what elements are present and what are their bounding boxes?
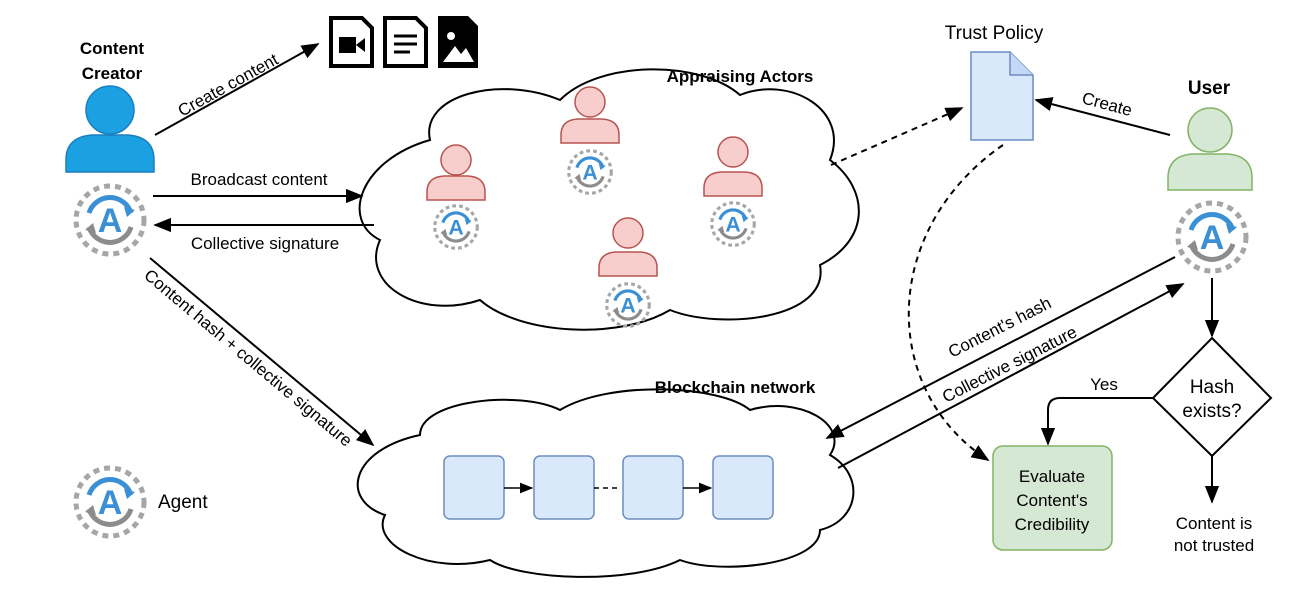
edge-hash-plus-signature-label: Content hash + collective signature xyxy=(140,266,355,451)
edge-create-content xyxy=(154,43,320,136)
block-2 xyxy=(533,455,595,520)
edge-contents-hash xyxy=(825,256,1176,439)
edge-yes-label: Yes xyxy=(1090,375,1118,394)
edge-collective-signature-2-label: Collective signature xyxy=(939,322,1080,406)
actor-head xyxy=(612,217,644,249)
evaluate-credibility-box xyxy=(992,445,1113,551)
legend-agent-icon xyxy=(76,468,144,536)
creator-person-icon xyxy=(65,85,155,173)
edge-create-label: Create xyxy=(1080,89,1134,121)
blockchain-network-cloud xyxy=(356,388,855,578)
document-file-icon xyxy=(383,16,428,68)
creator-label-line1: Content xyxy=(80,39,145,58)
not-trusted-line1: Content is xyxy=(1176,514,1253,533)
content-creator: Content Creator xyxy=(65,39,155,254)
edge-hash-plus-signature xyxy=(149,257,375,447)
appraising-actors-cloud xyxy=(358,68,860,331)
creator-agent-icon xyxy=(76,186,144,254)
edge-create-content-label: Create content xyxy=(175,50,282,121)
evaluate-line3: Credibility xyxy=(1015,515,1090,534)
actor-head xyxy=(440,144,472,176)
edge-broadcast-content-label: Broadcast content xyxy=(190,170,327,189)
trust-policy-label: Trust Policy xyxy=(945,23,1044,44)
evaluate-line1: Evaluate xyxy=(1019,467,1085,486)
user-label: User xyxy=(1188,78,1231,99)
user-person-icon xyxy=(1167,107,1253,191)
trust-policy-document-icon xyxy=(970,51,1034,141)
actor-head xyxy=(717,136,749,168)
evaluate-line2: Content's xyxy=(1016,491,1087,510)
appraising-actor-1 xyxy=(426,144,486,250)
edge-yes xyxy=(1040,397,1153,446)
not-trusted-line2: not trusted xyxy=(1174,536,1254,555)
appraising-actor-4 xyxy=(598,217,658,328)
block-1 xyxy=(443,455,505,520)
blockchain-network-title: Blockchain network xyxy=(655,378,816,397)
creator-label-line2: Creator xyxy=(82,64,143,83)
edge-collective-signature-2 xyxy=(837,283,1185,469)
video-file-icon xyxy=(329,16,374,68)
decision-line1: Hash xyxy=(1190,377,1234,398)
user-agent-icon xyxy=(1178,203,1246,271)
edge-policy-to-evaluate xyxy=(907,144,1004,461)
edge-collective-signature-label: Collective signature xyxy=(191,234,339,253)
edge-actors-to-policy xyxy=(830,107,964,166)
legend-agent-label: Agent xyxy=(158,492,208,513)
decision-line2: exists? xyxy=(1182,401,1241,422)
edge-user-creates-policy xyxy=(1034,97,1171,136)
block-4 xyxy=(712,455,774,520)
image-file-icon xyxy=(438,16,478,68)
actor-head xyxy=(574,86,606,118)
appraising-actor-3 xyxy=(703,136,763,247)
block-3 xyxy=(622,455,684,520)
appraising-actor-2 xyxy=(560,86,620,195)
appraising-actors-title: Appraising Actors xyxy=(667,67,814,86)
